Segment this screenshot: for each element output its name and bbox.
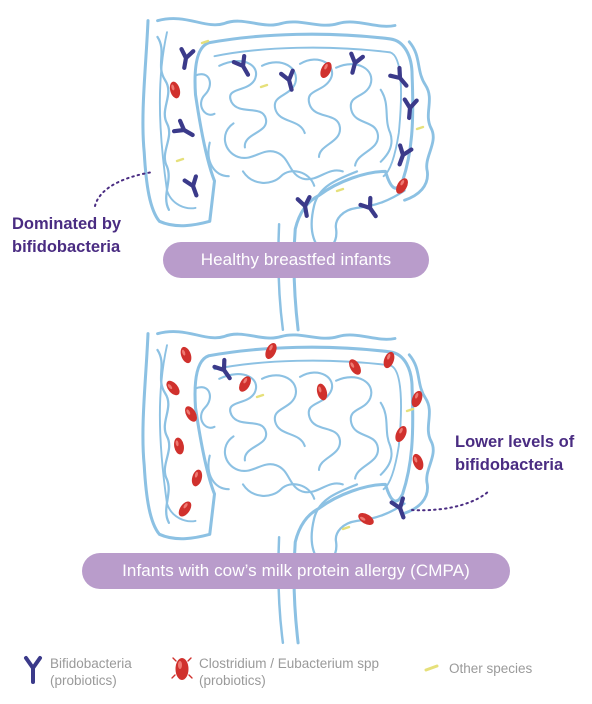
- healthy-label: Healthy breastfed infants: [163, 242, 429, 278]
- lower-levels-callout: Lower levels of bifidobacteria: [455, 431, 590, 477]
- lower-callout-line1: Lower levels of: [455, 431, 590, 454]
- legend-bifidobacteria: Bifidobacteria (probiotics): [22, 655, 132, 689]
- dominated-callout-line1: Dominated by: [12, 213, 182, 236]
- legend-clostridium-label: Clostridium / Eubacterium spp: [199, 655, 379, 672]
- cmpa-label: Infants with cow’s milk protein allergy …: [82, 553, 510, 589]
- y-shaped-bacterium-icon: [22, 655, 44, 685]
- lower-callout-line2: bifidobacteria: [455, 454, 590, 477]
- legend-other-species: Other species: [423, 660, 532, 677]
- legend-bifidobacteria-sub: (probiotics): [50, 672, 132, 689]
- legend-clostridium: Clostridium / Eubacterium spp (probiotic…: [171, 655, 379, 689]
- legend-bifidobacteria-label: Bifidobacteria: [50, 655, 132, 672]
- dash-icon: [423, 660, 441, 676]
- dominated-callout-line2: bifidobacteria: [12, 236, 182, 259]
- rod-bacterium-icon: [171, 655, 193, 685]
- callout-connector-top: [95, 172, 153, 206]
- legend-clostridium-sub: (probiotics): [199, 672, 379, 689]
- dominated-callout: Dominated by bifidobacteria: [12, 213, 182, 259]
- legend-other-species-label: Other species: [449, 660, 532, 677]
- cmpa-intestine: [143, 332, 433, 643]
- healthy-bacteria: [168, 41, 423, 220]
